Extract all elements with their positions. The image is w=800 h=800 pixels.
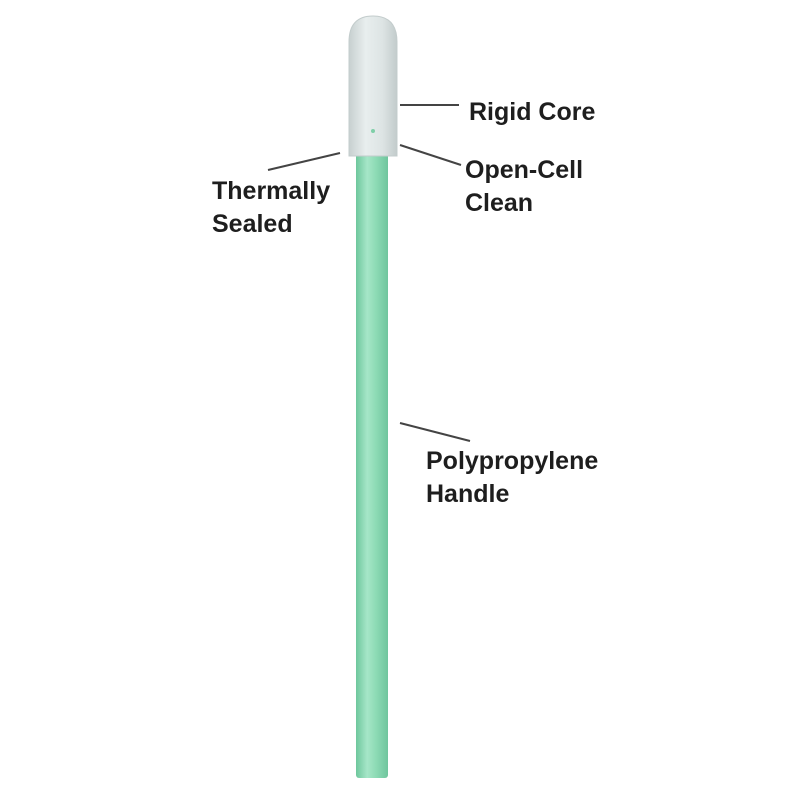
handle-text-line-1: Polypropylene bbox=[426, 447, 599, 475]
thermally-sealed-label: Thermally Sealed bbox=[212, 175, 330, 241]
foam-tip bbox=[348, 15, 398, 157]
thermally-sealed-leader-line bbox=[267, 152, 341, 171]
open-cell-text-line-1: Open-Cell bbox=[465, 156, 584, 184]
thermally-sealed-text-line-2: Sealed bbox=[212, 210, 293, 238]
handle-leader-line bbox=[399, 422, 471, 442]
open-cell-leader-line bbox=[399, 144, 462, 166]
handle-text-line-2: Handle bbox=[426, 480, 510, 508]
rigid-core-text: Rigid Core bbox=[469, 98, 596, 126]
rigid-core-label: Rigid Core bbox=[469, 96, 595, 129]
open-cell-label: Open-Cell Clean bbox=[465, 154, 583, 220]
sealed-core-dot bbox=[371, 129, 375, 133]
polypropylene-handle-label: Polypropylene Handle bbox=[426, 445, 598, 511]
open-cell-text-line-2: Clean bbox=[465, 189, 534, 217]
polypropylene-handle bbox=[356, 150, 388, 778]
thermally-sealed-text-line-1: Thermally bbox=[212, 177, 331, 205]
